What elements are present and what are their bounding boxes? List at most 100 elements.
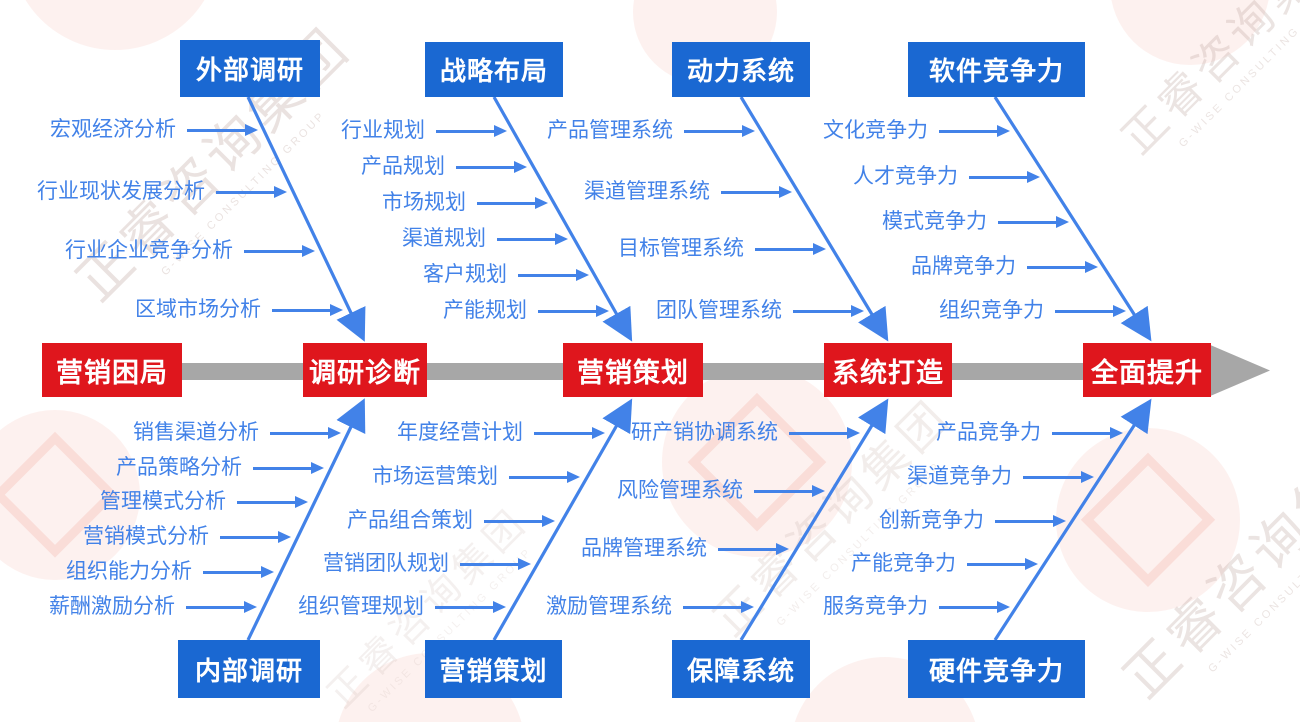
factor-item: 年度经营计划 [397,419,605,447]
factor-item: 品牌竞争力 [911,253,1098,281]
right-arrow-icon [477,196,548,209]
factor-item: 风险管理系统 [617,477,825,505]
factor-label: 行业规划 [341,119,425,142]
factor-item: 品牌管理系统 [581,535,789,563]
right-arrow-icon [244,244,315,257]
factor-item: 管理模式分析 [100,488,308,516]
right-arrow-icon [939,600,1010,613]
factor-label: 渠道竞争力 [907,465,1012,488]
factor-item: 产品组合策划 [347,507,555,535]
category-box-power-system: 动力系统 [672,42,810,97]
process-node: 营销困局 [42,343,182,397]
factor-label: 目标管理系统 [618,237,744,260]
factor-item: 模式竞争力 [882,208,1069,236]
factor-label: 销售渠道分析 [133,421,259,444]
factor-label: 文化竞争力 [823,119,928,142]
right-arrow-icon [718,542,789,555]
category-box-strategic-layout: 战略布局 [425,42,563,97]
factor-label: 创新竞争力 [879,509,984,532]
factor-label: 产能规划 [443,299,527,322]
factor-label: 营销团队规划 [323,552,449,575]
factor-label: 产能竞争力 [851,552,956,575]
factor-label: 行业现状发展分析 [37,180,205,203]
right-arrow-icon [998,215,1069,228]
factor-label: 薪酬激励分析 [49,595,175,618]
factor-label: 营销模式分析 [83,525,209,548]
factor-item: 产品策略分析 [116,454,324,482]
right-arrow-icon [538,304,609,317]
right-arrow-icon [789,426,860,439]
right-arrow-icon [509,470,580,483]
factor-item: 组织竞争力 [939,297,1126,325]
factor-label: 产品竞争力 [936,421,1041,444]
right-arrow-icon [967,557,1038,570]
right-arrow-icon [518,268,589,281]
process-node: 营销策划 [563,343,703,397]
factor-item: 行业规划 [341,117,507,145]
factor-item: 薪酬激励分析 [49,593,257,621]
process-node: 系统打造 [824,343,952,397]
right-arrow-icon [755,242,826,255]
factor-item: 服务竞争力 [823,593,1010,621]
category-box-marketing-planning: 营销策划 [425,640,562,698]
factor-label: 人才竞争力 [853,165,958,188]
factor-item: 组织管理规划 [298,593,506,621]
factor-label: 品牌管理系统 [581,537,707,560]
factor-item: 研产销协调系统 [631,419,860,447]
right-arrow-icon [1023,470,1094,483]
branch-line [739,398,889,641]
factor-label: 产品组合策划 [347,509,473,532]
branch-line [739,96,889,342]
factor-item: 产能竞争力 [851,550,1038,578]
factor-label: 年度经营计划 [397,421,523,444]
right-arrow-icon [435,600,506,613]
factor-item: 区域市场分析 [135,296,343,324]
factor-label: 宏观经济分析 [50,118,176,141]
factor-item: 市场运营策划 [372,463,580,491]
right-arrow-icon [220,530,291,543]
branch-line [993,96,1152,342]
factor-item: 产品规划 [361,153,527,181]
right-arrow-icon [216,185,287,198]
factor-label: 客户规划 [423,263,507,286]
factor-item: 目标管理系统 [618,235,826,263]
right-arrow-icon [684,124,755,137]
right-arrow-icon [460,557,531,570]
branch-line [246,96,366,342]
factor-item: 渠道管理系统 [584,178,792,206]
factor-item: 营销模式分析 [83,523,291,551]
factor-label: 服务竞争力 [823,595,928,618]
factor-label: 品牌竞争力 [911,255,1016,278]
category-box-internal-research: 内部调研 [178,640,320,698]
factor-item: 销售渠道分析 [133,419,341,447]
process-node: 调研诊断 [303,343,427,397]
right-arrow-icon [754,484,825,497]
spine-arrowhead-icon [1208,344,1270,397]
right-arrow-icon [203,565,274,578]
right-arrow-icon [793,304,864,317]
factor-item: 创新竞争力 [879,507,1066,535]
factor-label: 风险管理系统 [617,479,743,502]
factor-label: 区域市场分析 [135,298,261,321]
factor-item: 团队管理系统 [656,297,864,325]
factor-label: 组织管理规划 [298,595,424,618]
factor-label: 组织能力分析 [66,560,192,583]
factor-item: 客户规划 [423,261,589,289]
branch-line [246,398,366,641]
process-node: 全面提升 [1083,343,1211,397]
right-arrow-icon [253,461,324,474]
right-arrow-icon [270,426,341,439]
right-arrow-icon [721,185,792,198]
right-arrow-icon [939,124,1010,137]
factor-item: 产品管理系统 [547,117,755,145]
factor-label: 渠道管理系统 [584,180,710,203]
factor-label: 渠道规划 [402,227,486,250]
factor-label: 激励管理系统 [546,595,672,618]
right-arrow-icon [534,426,605,439]
right-arrow-icon [969,170,1040,183]
branch-line [492,96,633,342]
factor-label: 产品规划 [361,155,445,178]
factor-label: 模式竞争力 [882,210,987,233]
factor-item: 行业现状发展分析 [37,178,287,206]
right-arrow-icon [1055,304,1126,317]
